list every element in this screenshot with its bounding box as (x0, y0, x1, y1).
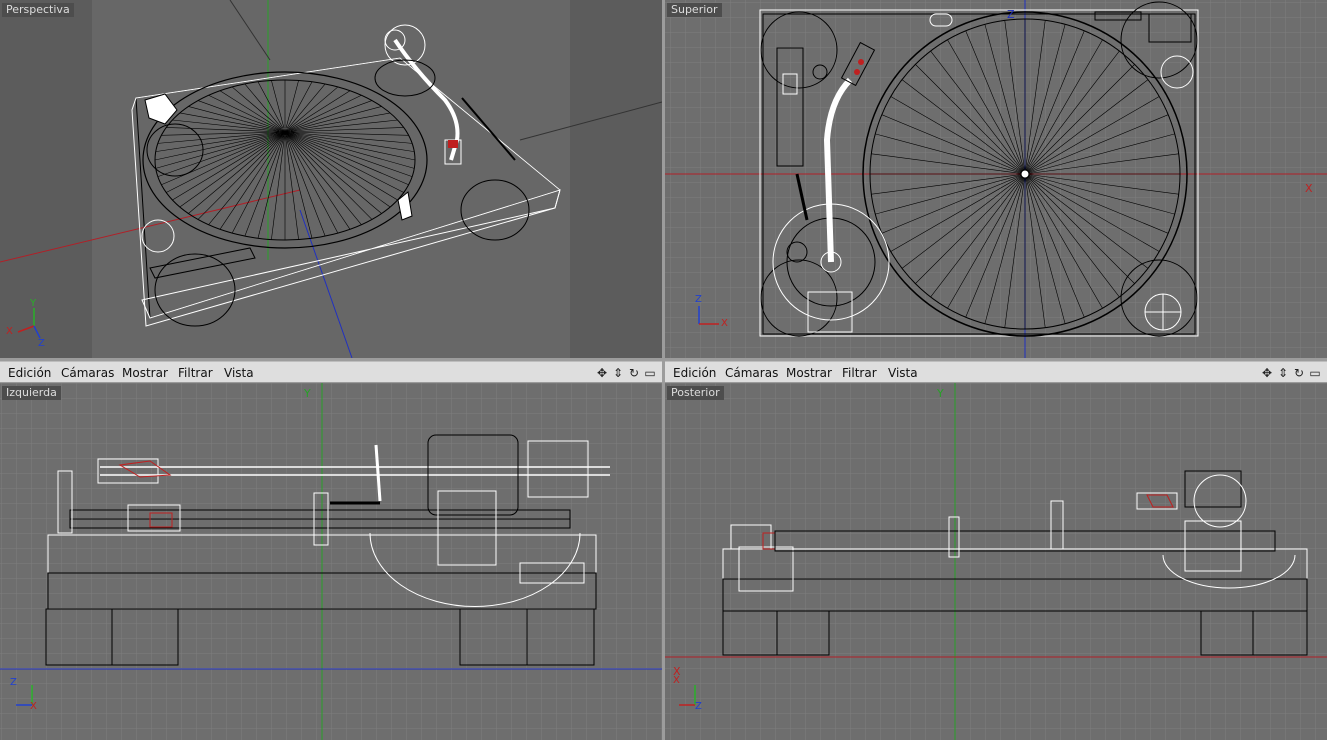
maximize-icon[interactable]: ▭ (1309, 366, 1321, 380)
axis-gizmo-perspective (17, 308, 41, 339)
viewport-divider-vertical[interactable] (662, 0, 665, 740)
menubar-right: Edición Cámaras Mostrar Filtrar Vista ✥ ⇕… (665, 361, 1327, 383)
gizmo-x-label: X (30, 701, 37, 712)
top-canvas[interactable] (665, 0, 1327, 358)
menu-vista-right[interactable]: Vista (888, 366, 918, 380)
menu-mostrar-left[interactable]: Mostrar (122, 366, 168, 380)
axis-y-marker: Y (304, 387, 311, 400)
menu-vista-left[interactable]: Vista (224, 366, 254, 380)
viewport-left[interactable]: Izquierda Y Z X (0, 383, 662, 740)
viewport-label-top: Superior (667, 3, 722, 17)
menu-camaras-left[interactable]: Cámaras (61, 366, 115, 380)
axis-gizmo-back (679, 685, 696, 706)
axis-gizmo-top (698, 306, 719, 325)
viewport-label-left: Izquierda (2, 386, 61, 400)
axis-y-marker: Y (937, 387, 944, 400)
axis-z-marker: Z (1007, 8, 1015, 21)
nav-icons-right: ✥ ⇕ ↻ ▭ (1259, 365, 1323, 381)
nav-icons-left: ✥ ⇕ ↻ ▭ (594, 365, 658, 381)
viewport-back[interactable]: Posterior Y X X Z (665, 383, 1327, 740)
axis-x-marker: X (673, 665, 681, 678)
gizmo-x-label: X (721, 318, 728, 329)
viewport-perspective[interactable]: Perspectiva Y X Z (0, 0, 662, 358)
menu-filtrar-right[interactable]: Filtrar (842, 366, 877, 380)
axis-y-label: Y (30, 298, 37, 309)
menu-edicion-right[interactable]: Edición (673, 366, 717, 380)
menu-filtrar-left[interactable]: Filtrar (178, 366, 213, 380)
axis-x-label: X (6, 326, 13, 337)
gizmo-z-label: Z (695, 701, 702, 712)
gizmo-z-label: Z (695, 294, 702, 305)
viewport-label-back: Posterior (667, 386, 724, 400)
rotate-icon[interactable]: ↻ (1293, 366, 1305, 380)
back-canvas[interactable] (665, 383, 1327, 740)
axis-x-marker: X (1305, 182, 1313, 195)
dolly-icon[interactable]: ⇕ (612, 366, 624, 380)
perspective-canvas[interactable] (0, 0, 662, 358)
menu-mostrar-right[interactable]: Mostrar (786, 366, 832, 380)
menu-edicion-left[interactable]: Edición (8, 366, 52, 380)
menubar-left: Edición Cámaras Mostrar Filtrar Vista ✥ ⇕… (0, 361, 662, 383)
move-icon[interactable]: ✥ (596, 366, 608, 380)
left-canvas[interactable] (0, 383, 662, 740)
viewport-divider-horizontal[interactable] (0, 358, 1327, 361)
rotate-icon[interactable]: ↻ (628, 366, 640, 380)
axis-gizmo-left (16, 685, 33, 706)
move-icon[interactable]: ✥ (1261, 366, 1273, 380)
viewport-top[interactable]: Superior Z X Z X (665, 0, 1327, 358)
viewport-label-perspective: Perspectiva (2, 3, 74, 17)
menu-camaras-right[interactable]: Cámaras (725, 366, 779, 380)
gizmo-x-label: X (673, 675, 680, 686)
dolly-icon[interactable]: ⇕ (1277, 366, 1289, 380)
gizmo-z-label: Z (10, 677, 17, 688)
maximize-icon[interactable]: ▭ (644, 366, 656, 380)
axis-z-label: Z (38, 338, 45, 349)
